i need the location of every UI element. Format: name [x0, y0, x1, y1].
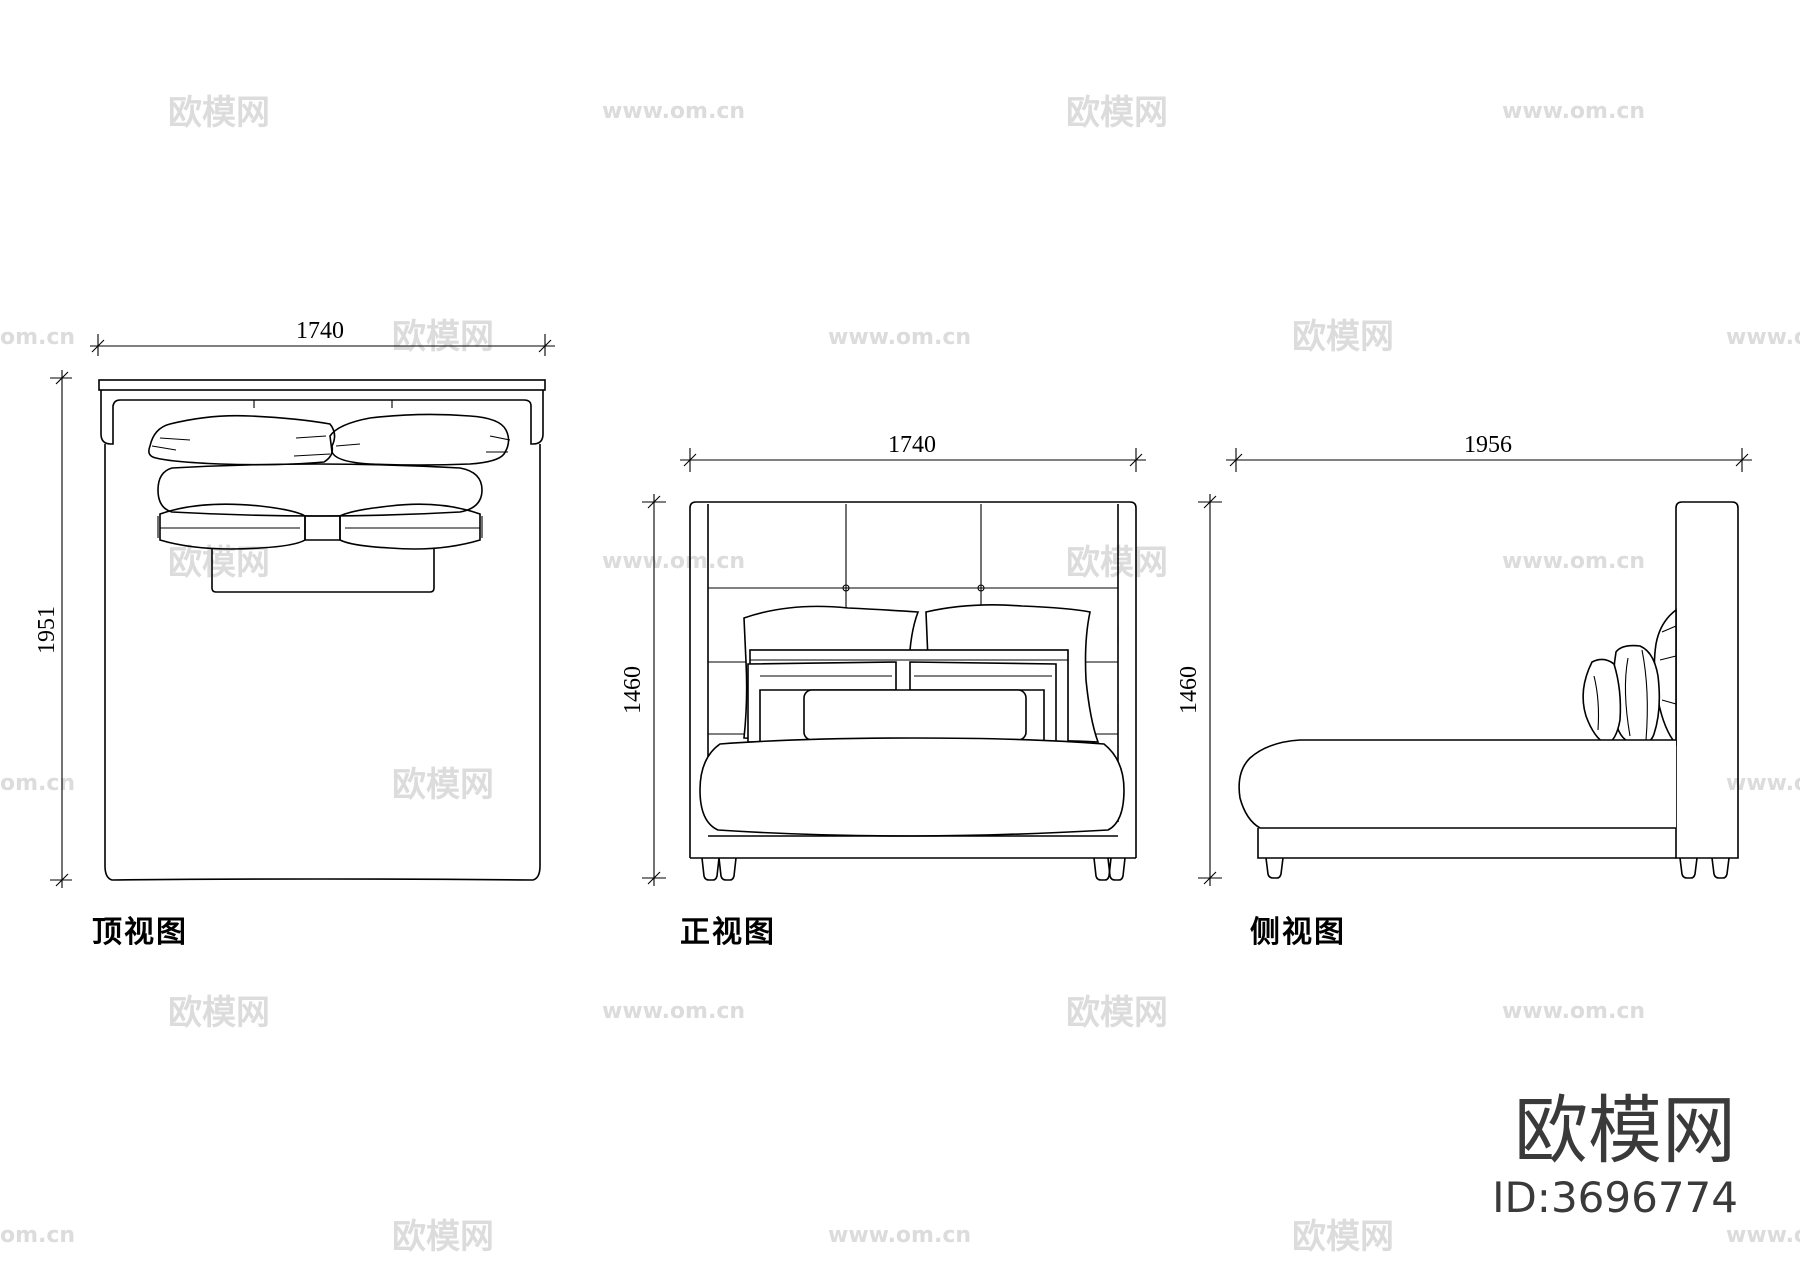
- watermark-url: www.om.cn: [828, 325, 971, 350]
- front-view: 1740 1460: [620, 432, 1146, 950]
- top-view-label: 顶视图: [92, 915, 188, 950]
- side-view-height-dimension: 1460: [1176, 494, 1222, 886]
- front-view-mattress: [699, 737, 1125, 837]
- front-view-height-label: 1460: [620, 666, 646, 714]
- watermark-url: www.om.cn: [602, 549, 745, 574]
- watermark-cn: 欧模网: [168, 993, 270, 1033]
- brand-logo-text: 欧模网: [1514, 1088, 1736, 1174]
- top-view-depth-dimension: 1951: [34, 370, 72, 888]
- watermark-url: www.om.cn: [1726, 771, 1800, 796]
- side-view-pillows: [1582, 608, 1677, 747]
- front-view-width-dimension: 1740: [680, 432, 1146, 472]
- brand-id: ID:3696774: [1492, 1173, 1738, 1222]
- front-view-base: [701, 835, 1126, 881]
- watermark-cn: 欧模网: [168, 543, 270, 583]
- brand-block: 欧模网 ID:3696774: [1492, 1088, 1738, 1222]
- watermark-url: om.cn: [0, 1223, 75, 1248]
- front-view-lumbar-cushion: [803, 689, 1027, 741]
- watermark-url: www.om.cn: [1726, 1223, 1800, 1248]
- side-view-height-label: 1460: [1176, 666, 1202, 714]
- front-view-label: 正视图: [680, 915, 776, 950]
- side-view-headboard: [1675, 501, 1739, 859]
- watermark-cn: 欧模网: [1292, 317, 1394, 357]
- top-view-depth-label: 1951: [34, 606, 60, 654]
- watermark-cn: 欧模网: [168, 93, 270, 133]
- watermark-cn: 欧模网: [392, 317, 494, 357]
- side-view: 1956 1460: [1176, 432, 1752, 950]
- top-view-mattress: [104, 444, 541, 881]
- watermark-url: www.om.cn: [1726, 325, 1800, 350]
- side-view-length-label: 1956: [1464, 432, 1512, 458]
- top-view-lumbar-cushion: [211, 548, 435, 593]
- side-view-label: 侧视图: [1250, 915, 1346, 950]
- top-view-width-label: 1740: [296, 318, 344, 344]
- watermark-cn: 欧模网: [1066, 543, 1168, 583]
- top-view-width-dimension: 1740: [90, 318, 555, 356]
- watermark-cn: 欧模网: [1066, 993, 1168, 1033]
- side-view-length-dimension: 1956: [1226, 432, 1752, 472]
- top-view: 1740 1951: [34, 318, 555, 950]
- watermark-url: om.cn: [0, 325, 75, 350]
- watermark-url: www.om.cn: [1502, 999, 1645, 1024]
- watermark-url: om.cn: [0, 771, 75, 796]
- watermark-url: www.om.cn: [1502, 549, 1645, 574]
- top-view-bolster-pillow: [157, 463, 483, 517]
- front-view-width-label: 1740: [888, 432, 936, 458]
- watermark-cn: 欧模网: [392, 1217, 494, 1257]
- watermark-url: www.om.cn: [602, 999, 745, 1024]
- watermark-url: www.om.cn: [602, 99, 745, 124]
- top-view-back-pillows: [148, 413, 511, 466]
- watermark-url: www.om.cn: [828, 1223, 971, 1248]
- watermark-cn: 欧模网: [392, 765, 494, 805]
- side-view-mattress: [1238, 739, 1676, 829]
- watermark-cn: 欧模网: [1066, 93, 1168, 133]
- watermark-url: www.om.cn: [1502, 99, 1645, 124]
- side-view-base: [1257, 828, 1730, 879]
- top-view-headboard: [98, 379, 546, 445]
- top-view-bowtie-cushion: [157, 503, 483, 550]
- watermark-cn: 欧模网: [1292, 1217, 1394, 1257]
- front-view-height-dimension: 1460: [620, 494, 666, 886]
